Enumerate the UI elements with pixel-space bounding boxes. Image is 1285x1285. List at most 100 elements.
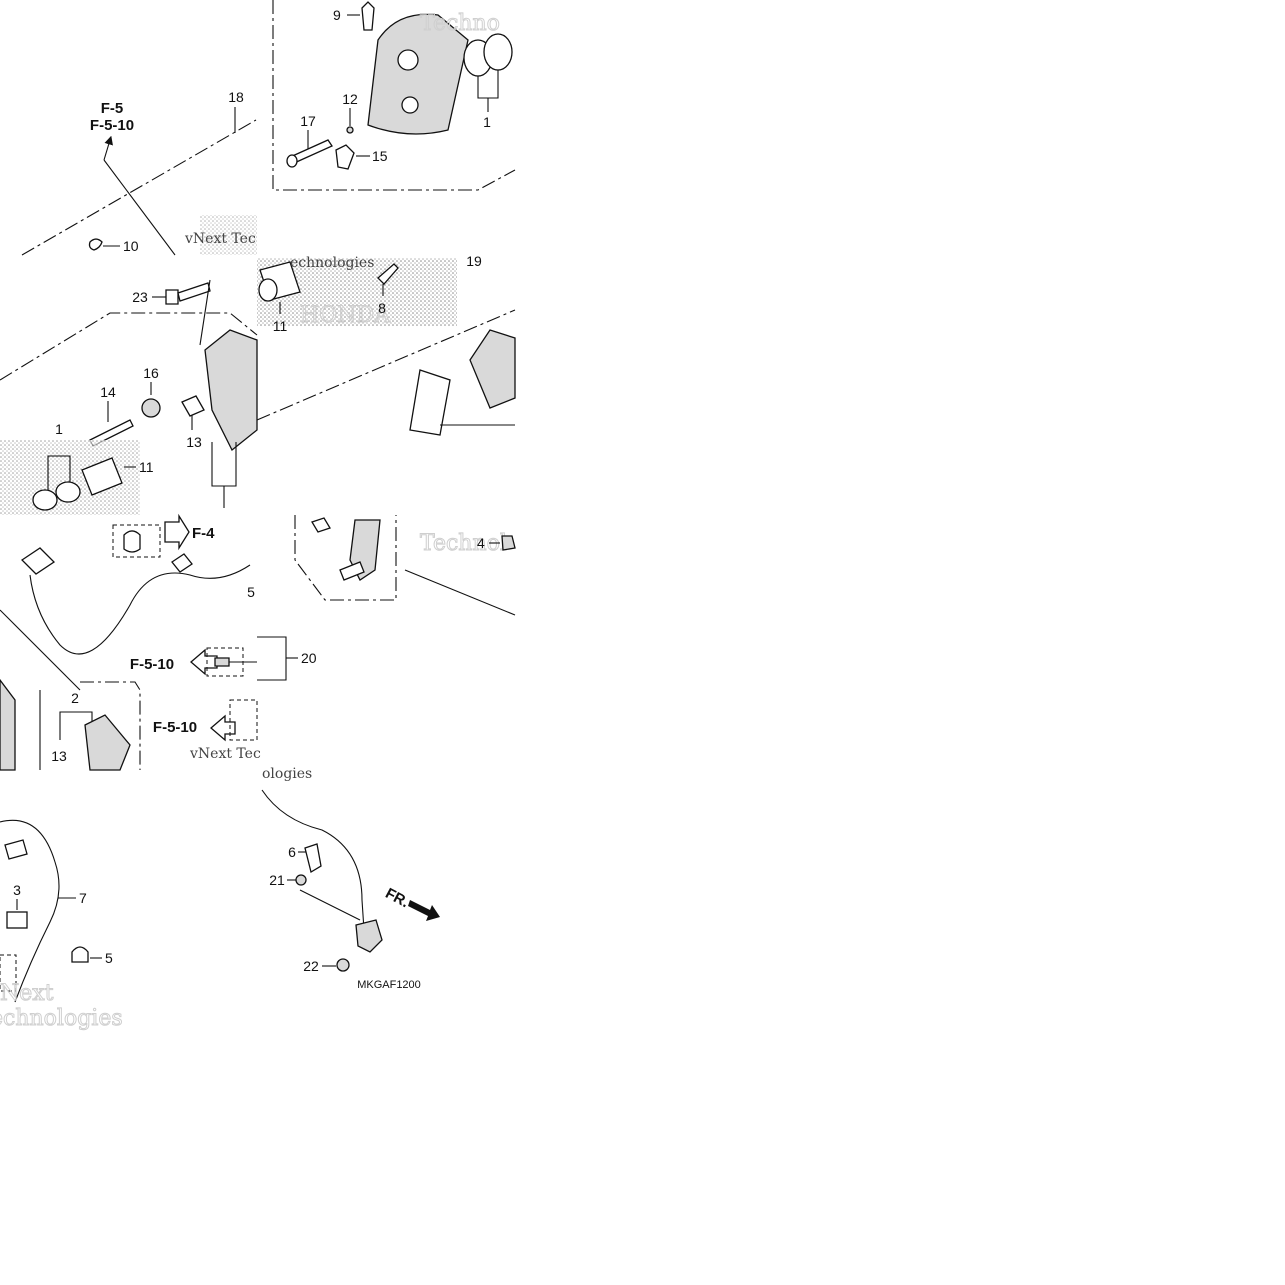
ref-arrow-left (210, 714, 236, 742)
callout-10[interactable]: 10 (123, 238, 139, 254)
connector-part (20, 547, 56, 575)
clamp-part (71, 946, 89, 963)
watermark-text: echnologies (290, 255, 374, 271)
caliper-bracket-part (204, 329, 258, 452)
callout-12[interactable]: 12 (342, 91, 358, 107)
leader-line (199, 279, 211, 346)
seal-part (55, 481, 81, 503)
callout-7[interactable]: 7 (79, 890, 87, 906)
callout-22[interactable]: 22 (303, 958, 319, 974)
tile-bottom-right: ologies 6 21 FR. 22 MKGAF1200 (261, 766, 440, 991)
callout-3[interactable]: 3 (13, 882, 21, 898)
tile-lower-right: Technol 4 5 20 (247, 515, 516, 681)
clip-part (181, 395, 205, 417)
boot-part (335, 144, 355, 170)
boot-part (141, 398, 161, 418)
sensor-wire-line (261, 789, 365, 931)
leader-line (299, 889, 361, 921)
callout-11-upper[interactable]: 11 (273, 318, 288, 334)
callout-8[interactable]: 8 (378, 300, 386, 316)
piston-seal-part (483, 33, 513, 71)
section-line (404, 569, 516, 616)
cap-part (346, 126, 354, 134)
callout-6[interactable]: 6 (288, 844, 296, 860)
callout-bracket (47, 455, 71, 490)
callout-1[interactable]: 1 (483, 114, 491, 130)
bolt-part (295, 874, 307, 886)
callout-15[interactable]: 15 (372, 148, 388, 164)
ref-label-f510-lower[interactable]: F-5-10 (153, 719, 197, 736)
wheel-speed-sensor-part (355, 919, 383, 953)
callout-13[interactable]: 13 (186, 434, 202, 450)
callout-21[interactable]: 21 (269, 872, 285, 888)
callout-2[interactable]: 20 (301, 650, 317, 666)
bracket-boundary (0, 312, 258, 381)
clip-part (4, 839, 28, 860)
tile-middle-right: HONDA 11 8 19 echnologies (256, 253, 516, 436)
ref-label-f5[interactable]: F-5 (101, 100, 124, 117)
bolt-part (336, 958, 350, 972)
ref-arrow-left (190, 648, 218, 676)
ref-arrow-right (164, 513, 190, 551)
caliper-boundary (272, 0, 516, 191)
clamp-part (123, 530, 141, 553)
callout-5-upper[interactable]: 5 (247, 584, 255, 600)
watermark-brand: HONDA (300, 303, 391, 328)
shaded-area (200, 215, 257, 255)
callout-17[interactable]: 17 (300, 113, 316, 129)
callout-11[interactable]: 11 (139, 459, 154, 475)
callout-bracket (59, 711, 93, 740)
watermark-text: ologies (262, 766, 312, 782)
bleeder-screw-part (361, 1, 375, 31)
clip-part (88, 238, 103, 251)
callout-9[interactable]: 9 (333, 7, 341, 23)
bracket-part (84, 714, 131, 771)
callout-14[interactable]: 14 (100, 384, 116, 400)
brake-pad-part (409, 369, 451, 436)
front-marker-label[interactable]: FR. (382, 885, 411, 911)
tile-bottom-left: 3 7 5 echnologies Next (0, 819, 123, 1032)
callout-23[interactable]: 23 (132, 289, 148, 305)
tile-top-right: 9 1 12 17 15 Techno (272, 0, 516, 191)
callout-18[interactable]: 18 (228, 89, 244, 105)
callout-16[interactable]: 16 (143, 365, 159, 381)
diagram-code: MKGAF1200 (357, 979, 421, 991)
watermark-text: vNext Tec (184, 231, 256, 247)
ref-label-f4[interactable]: F-4 (192, 525, 215, 542)
tile-lower-left: F-4 F-5-10 2 13 F-5-10 vNext Tec (0, 513, 261, 771)
detail-box (294, 515, 397, 601)
ref-label-f510[interactable]: F-5-10 (130, 656, 174, 673)
watermark-text: echnologies (0, 1006, 123, 1031)
section-dash-line (21, 119, 257, 256)
dashed-detail-box (0, 954, 17, 992)
callout-5[interactable]: 5 (105, 950, 113, 966)
callout-1-lower[interactable]: 1 (55, 421, 63, 437)
tile-top-left: F-5 F-5-10 18 10 vNext Tec (21, 89, 257, 256)
seal-part (32, 489, 58, 511)
clamp-part (171, 553, 193, 573)
dashed-detail-box (112, 524, 161, 558)
bolt-head-part (165, 289, 179, 305)
sensor-wire-line (0, 819, 60, 1003)
watermark-text: Techno (420, 11, 500, 36)
brake-pad-part (469, 329, 516, 409)
bolt-part (214, 657, 230, 667)
bolt-part (339, 561, 365, 581)
bracket-part (304, 843, 322, 874)
caliper-port (397, 49, 419, 71)
section-dash-line (256, 309, 516, 421)
section-boundary (80, 681, 141, 770)
watermark-text: vNext Tec (189, 746, 261, 762)
callout-20[interactable]: 2 (71, 690, 79, 706)
clip-part (311, 517, 331, 533)
callout-13-lower[interactable]: 13 (51, 748, 67, 764)
ref-label-f510[interactable]: F-5-10 (90, 117, 134, 134)
spring-clip-part (377, 263, 399, 285)
caliper-port (401, 96, 419, 114)
callout-19[interactable]: 19 (466, 253, 482, 269)
front-arrow-icon (408, 900, 440, 921)
sleeve-part (81, 457, 123, 496)
callout-4[interactable]: 4 (477, 535, 485, 551)
